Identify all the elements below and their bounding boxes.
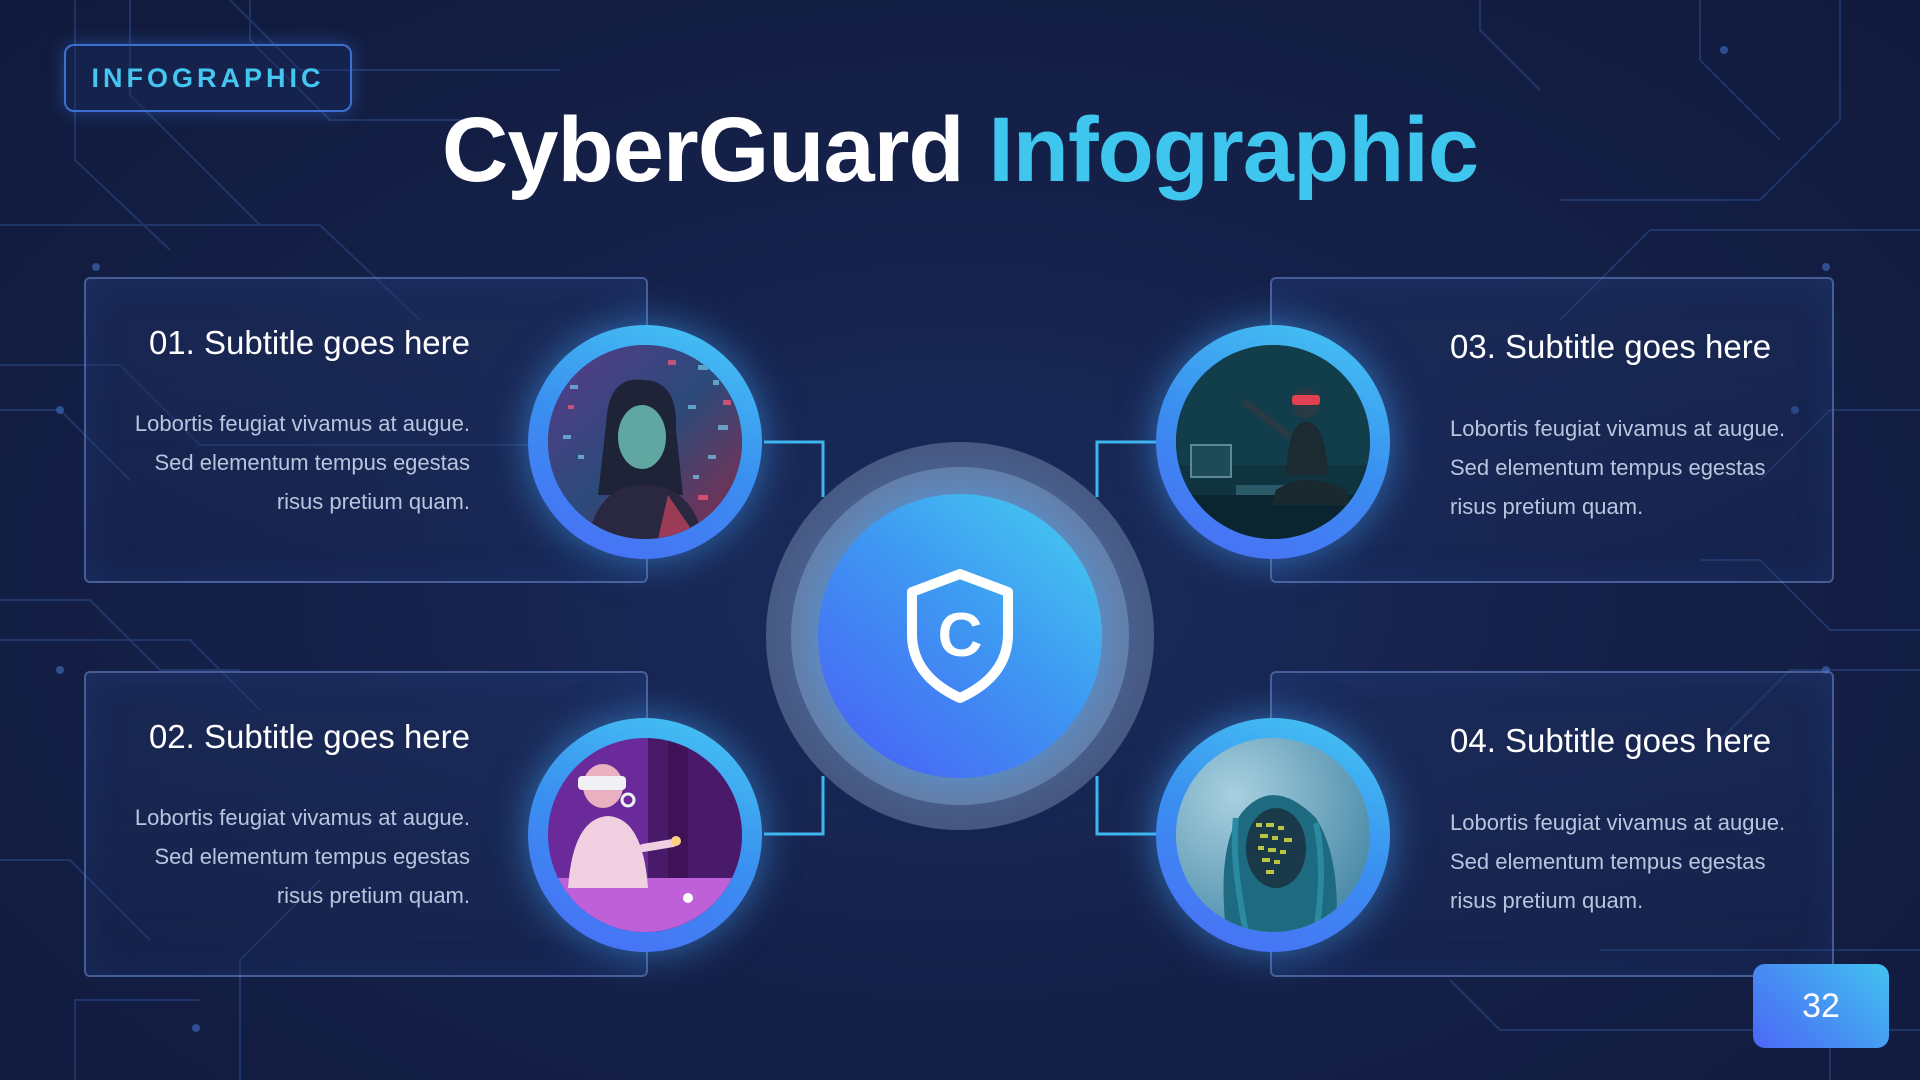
card-01-heading: 01. Subtitle goes here: [148, 324, 470, 361]
infographic-tag-label: INFOGRAPHIC: [91, 62, 325, 93]
page-number: 32: [1802, 986, 1840, 1025]
card-03-line-3: risus pretium quam.: [1450, 494, 1644, 519]
card-04-heading: 04. Subtitle goes here: [1450, 722, 1772, 759]
card-04-body: Lobortis feugiat vivamus at augue. Sed e…: [1450, 803, 1785, 920]
card-01-line-3: risus pretium quam.: [276, 489, 470, 514]
card-01-photo-frame: [528, 325, 762, 559]
card-03-line-2: Sed elementum tempus egestas: [1450, 455, 1766, 480]
woman-with-code-on-face-photo: [1176, 738, 1370, 932]
card-03-line-1: Lobortis feugiat vivamus at augue.: [1450, 416, 1786, 441]
card-02-heading: 02. Subtitle goes here: [148, 718, 470, 755]
card-04-line-3: risus pretium quam.: [1450, 888, 1644, 913]
shield-c-icon: C: [907, 569, 1013, 703]
page-title: CyberGuard Infographic: [0, 104, 1920, 196]
card-03-photo-frame: [1156, 325, 1390, 559]
shield-letter: C: [938, 601, 983, 670]
card-02-line-3: risus pretium quam.: [276, 883, 470, 908]
card-01: 01. Subtitle goes here Lobortis feugiat …: [84, 277, 648, 583]
card-02-photo-frame: [528, 718, 762, 952]
hub-core: C: [818, 494, 1102, 778]
card-04-photo-frame: [1156, 718, 1390, 952]
infographic-tag: INFOGRAPHIC: [64, 44, 352, 112]
person-with-code-projection-photo: [548, 345, 742, 539]
card-01-line-2: Sed elementum tempus egestas: [154, 450, 470, 475]
page-number-badge: 32: [1753, 964, 1889, 1048]
title-part-white: CyberGuard: [441, 99, 965, 201]
card-01-line-1: Lobortis feugiat vivamus at augue.: [134, 411, 470, 436]
card-02-body: Lobortis feugiat vivamus at augue. Sed e…: [135, 798, 470, 915]
person-with-vr-at-desk-photo: [1176, 345, 1370, 539]
card-03-heading: 03. Subtitle goes here: [1450, 328, 1772, 365]
card-04-line-1: Lobortis feugiat vivamus at augue.: [1450, 810, 1786, 835]
title-part-accent: Infographic: [988, 99, 1479, 201]
card-04-line-2: Sed elementum tempus egestas: [1450, 849, 1766, 874]
card-03-body: Lobortis feugiat vivamus at augue. Sed e…: [1450, 409, 1785, 526]
card-02-line-1: Lobortis feugiat vivamus at augue.: [134, 805, 470, 830]
person-with-vr-headset-photo: [548, 738, 742, 932]
card-01-body: Lobortis feugiat vivamus at augue. Sed e…: [135, 404, 470, 521]
card-02-line-2: Sed elementum tempus egestas: [154, 844, 470, 869]
